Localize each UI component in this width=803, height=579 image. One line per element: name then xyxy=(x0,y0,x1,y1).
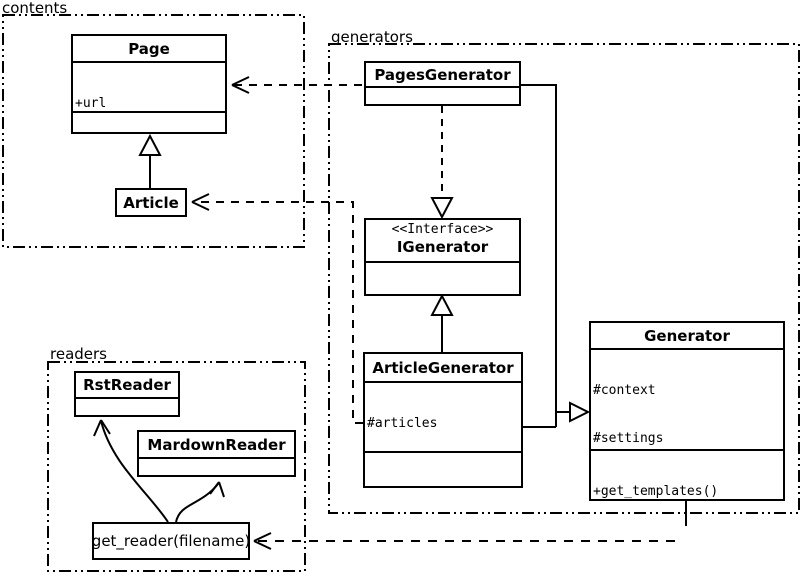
attribute: #context xyxy=(593,383,656,398)
class-igenerator: <<Interface>> IGenerator +generate_conte… xyxy=(364,218,521,296)
class-page: Page +url +slug +summary +check_properti… xyxy=(71,34,227,134)
class-name: MardownReader xyxy=(147,435,286,454)
class-generator: Generator #context #settings #path #them… xyxy=(589,321,785,501)
class-name: Page xyxy=(128,39,170,58)
class-article: Article xyxy=(115,188,187,217)
arrow-article-extends-page xyxy=(138,133,162,188)
class-articlegenerator: ArticleGenerator #articles #dates #tags … xyxy=(363,352,523,488)
attribute: #articles xyxy=(367,416,438,431)
class-name: RstReader xyxy=(83,376,171,394)
class-mardownreader: MardownReader +read() xyxy=(137,430,296,477)
class-rstreader: RstReader +read() xyxy=(74,371,180,417)
method: +get_templates() xyxy=(593,484,719,499)
package-border-contents xyxy=(2,14,305,248)
attributes-compartment: #pages xyxy=(366,86,519,104)
attribute: +url xyxy=(75,96,107,111)
arrow-getreader-to-rstreader xyxy=(93,419,169,523)
arrow-articlegenerator-realizes-igenerator xyxy=(430,293,454,352)
class-pagesgenerator: PagesGenerator #pages xyxy=(364,61,521,106)
methods-compartment: +check_properties() xyxy=(73,111,225,132)
methods-compartment: +generate_feeds() +generate_pages() xyxy=(365,451,521,486)
attributes-compartment: #articles #dates #tags #categories xyxy=(365,381,521,451)
package-label-contents: contents xyxy=(2,0,68,17)
methods-compartment: +generate_context() +generate_output() xyxy=(366,261,519,294)
methods-compartment: +read() xyxy=(76,397,178,415)
class-name: Article xyxy=(123,193,179,212)
package-border-readers xyxy=(47,361,306,572)
class-name: PagesGenerator xyxy=(374,65,511,84)
arrow-getreader-to-mardownreader xyxy=(175,481,225,523)
function-get-reader: get_reader(filename) xyxy=(92,522,250,560)
function-label: get_reader(filename) xyxy=(91,532,251,550)
package-border-generators xyxy=(328,43,800,514)
package-label-generators: generators xyxy=(331,28,413,46)
attributes-compartment: #context #settings #path #theme #output_… xyxy=(591,348,783,449)
arrow-articlegenerator-depends-article xyxy=(191,193,363,424)
methods-compartment: +read() xyxy=(139,457,294,475)
methods-compartment: +get_templates() +get_files(path,exclude… xyxy=(591,449,783,499)
attribute: #settings xyxy=(593,431,664,446)
class-name: IGenerator xyxy=(396,238,489,256)
interface-header: <<Interface>> IGenerator xyxy=(366,220,519,261)
arrow-pagesgenerator-realizes-igenerator xyxy=(430,106,454,220)
package-label-readers: readers xyxy=(50,345,107,363)
arrow-generators-extend-generator xyxy=(521,84,591,428)
arrow-pagesgenerator-depends-page xyxy=(231,76,364,94)
arrow-generator-depends-getreader xyxy=(253,501,687,550)
class-name: Generator xyxy=(644,326,730,345)
attributes-compartment: +url +slug +summary xyxy=(73,61,225,111)
stereotype: <<Interface>> xyxy=(391,222,494,237)
class-name: ArticleGenerator xyxy=(372,358,514,377)
